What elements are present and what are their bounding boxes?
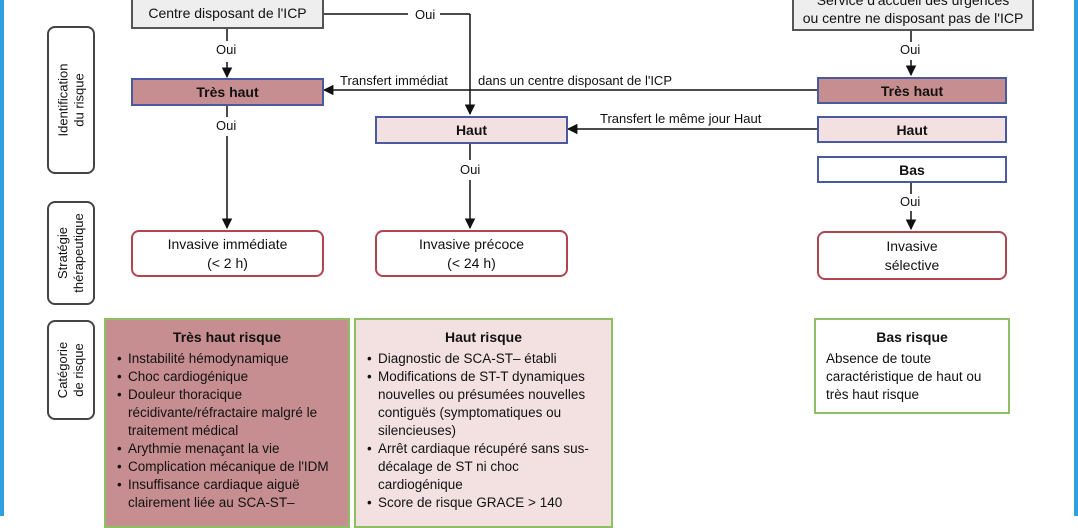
category-bas-text: Absence de toute caractéristique de haut… (826, 351, 982, 402)
category-haut-title: Haut risque (444, 329, 522, 345)
list-item: Score de risque GRACE > 140 (367, 494, 601, 512)
axis-categorie-risque: Catégorie de risque (47, 320, 95, 420)
strategy-invasive-selective: Invasive sélective (817, 231, 1007, 280)
entry-centre-icp: Centre disposant de l'ICP (131, 0, 324, 29)
list-item: Douleur thoracique récidivante/réfractai… (117, 386, 338, 440)
label-oui-top: Oui (415, 7, 436, 22)
risk-haut-middle: Haut (375, 116, 568, 144)
label-oui-right-2: Oui (900, 194, 921, 209)
risk-bas-right: Bas (817, 156, 1007, 183)
list-item: Instabilité hémodynamique (117, 350, 338, 368)
axis-identification-risque: Identification du risque (47, 26, 95, 174)
list-item: Insuffisance cardiaque aiguë clairement … (117, 476, 338, 512)
frame-right-border (1074, 0, 1078, 516)
strategy-invasive-immediate: Invasive immédiate (< 2 h) (131, 230, 324, 277)
strategy-invasive-precoce: Invasive précoce (< 24 h) (375, 230, 568, 277)
category-haut-risque: Haut risque Diagnostic de SCA-ST– établi… (354, 318, 613, 528)
list-item: Arrêt cardiaque récupéré sans sus-décala… (367, 440, 601, 494)
list-item: Modifications de ST-T dynamiques nouvell… (367, 368, 601, 440)
flow-connectors (221, 13, 917, 231)
label-oui-right-1: Oui (900, 42, 921, 57)
list-item: Arythmie menaçant la vie (117, 440, 338, 458)
category-tres-haut-risque: Très haut risque Instabilité hémodynamiq… (104, 318, 350, 528)
category-bas-title: Bas risque (876, 329, 948, 345)
label-transfert-meme-jour-text: Transfert le même jour (600, 111, 731, 126)
category-tres-haut-list: Instabilité hémodynamique Choc cardiogén… (116, 350, 338, 512)
category-tres-haut-title: Très haut risque (172, 329, 282, 345)
risk-haut-right: Haut (817, 116, 1007, 143)
risk-tres-haut-right: Très haut (817, 77, 1007, 104)
risk-tres-haut-left: Très haut (131, 78, 324, 106)
entry-service-urgences: Service d'accueil des urgences ou centre… (792, 0, 1034, 31)
label-oui-left-2: Oui (216, 118, 237, 133)
frame-left-border (0, 0, 4, 516)
list-item: Diagnostic de SCA-ST– établi (367, 350, 601, 368)
category-haut-list: Diagnostic de SCA-ST– établi Modificatio… (366, 350, 601, 512)
label-transfert-meme-jour: Transfert le même jour Haut (598, 111, 764, 126)
label-oui-middle: Oui (460, 162, 481, 177)
list-item: Choc cardiogénique (117, 368, 338, 386)
list-item: Complication mécanique de l'IDM (117, 458, 338, 476)
label-transfert-immediat: Transfert immédiat (338, 73, 450, 88)
label-oui-left-1: Oui (216, 42, 237, 57)
axis-strategie-therapeutique: Stratégie thérapeutique (47, 201, 95, 305)
label-centre-disposant-icp: dans un centre disposant de l'ICP (476, 73, 674, 88)
label-haut-suffix: Haut (733, 111, 762, 126)
category-bas-risque: Bas risque Absence de toute caractéristi… (814, 318, 1010, 414)
